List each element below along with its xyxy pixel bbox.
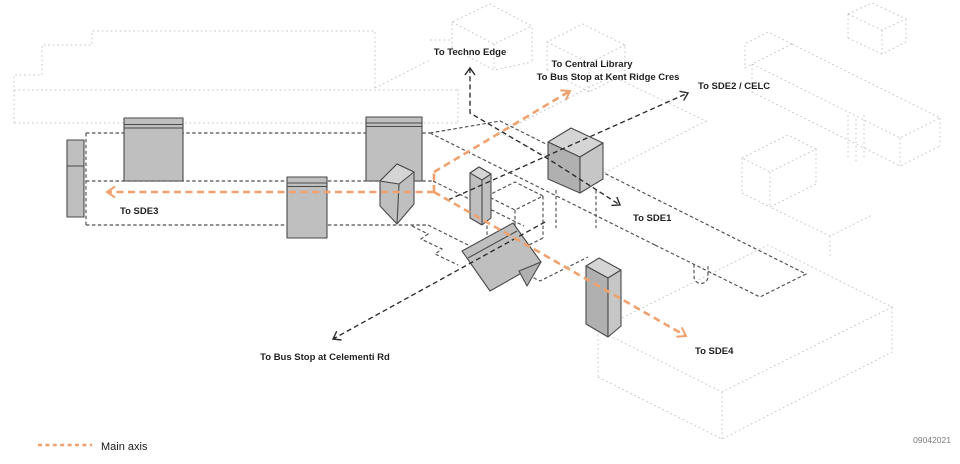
volume-mid-block xyxy=(286,176,328,239)
main-building-outline xyxy=(85,120,808,298)
context-north-box-2 xyxy=(546,23,626,93)
label-central-library: To Central Library xyxy=(551,59,633,70)
label-sde2-celc: To SDE2 / CELC xyxy=(698,81,770,92)
context-east-box-low xyxy=(740,134,873,258)
volume-cube xyxy=(547,127,604,194)
route-clementi-bus xyxy=(331,221,546,341)
route-sde2-celc xyxy=(447,90,690,201)
context-buildings xyxy=(13,2,942,440)
label-clementi-bus: To Bus Stop at Celementi Rd xyxy=(260,352,390,363)
main-axis xyxy=(105,89,688,338)
volume-west-slab xyxy=(66,139,85,218)
date-stamp: 09042021 xyxy=(913,435,951,445)
building-volumes xyxy=(66,116,622,338)
volume-thin-tower xyxy=(469,166,492,226)
legend: Main axis xyxy=(38,441,148,453)
context-north-box xyxy=(451,3,533,71)
context-northeast-box xyxy=(846,2,908,55)
label-sde4: To SDE4 xyxy=(695,346,734,357)
volume-west-square xyxy=(123,117,184,182)
destination-labels: To Techno Edge To Central Library To Bus… xyxy=(120,47,770,363)
legend-main-axis-label: Main axis xyxy=(101,441,148,453)
volume-east-slab xyxy=(585,257,622,338)
context-west-block xyxy=(13,30,459,124)
context-center-platform xyxy=(498,75,708,179)
main-axis-arrow-sde4 xyxy=(433,190,688,338)
main-axis-arrow-central-library xyxy=(433,89,572,174)
volume-ramp xyxy=(461,222,542,292)
route-arrows xyxy=(331,66,690,341)
context-southeast-box xyxy=(596,244,894,440)
label-techno-edge: To Techno Edge xyxy=(434,47,506,58)
label-sde1: To SDE1 xyxy=(633,213,672,224)
label-sde3: To SDE3 xyxy=(120,206,158,217)
building-west-wing xyxy=(85,132,433,226)
volume-center-prism xyxy=(379,163,415,225)
context-east-bar xyxy=(744,31,942,167)
route-techno-edge-sde1 xyxy=(464,66,622,207)
label-kent-ridge-bus: To Bus Stop at Kent Ridge Cres xyxy=(537,72,680,83)
